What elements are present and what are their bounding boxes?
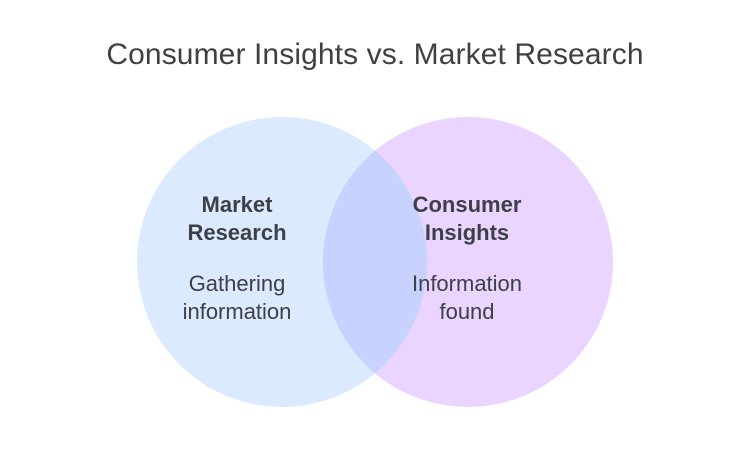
consumer-insights-description: Information found — [367, 270, 567, 326]
overlap-region — [323, 117, 427, 407]
consumer-insights-heading: Consumer Insights — [367, 191, 567, 247]
market-research-heading: Market Research — [137, 191, 337, 247]
market-research-description: Gathering information — [137, 270, 337, 326]
consumer-insights-heading-line1: Consumer — [412, 192, 522, 217]
consumer-insights-label: Consumer Insights Information found — [367, 191, 567, 326]
market-research-desc-line2: information — [182, 299, 292, 324]
market-research-heading-line1: Market — [201, 192, 273, 217]
consumer-insights-heading-line2: Insights — [424, 220, 510, 245]
market-research-desc-line1: Gathering — [188, 271, 286, 296]
consumer-insights-desc-line2: found — [439, 299, 495, 324]
diagram-title: Consumer Insights vs. Market Research — [106, 38, 644, 71]
market-research-heading-line2: Research — [187, 220, 287, 245]
market-research-label: Market Research Gathering information — [137, 191, 337, 326]
consumer-insights-desc-line1: Information — [411, 271, 523, 296]
